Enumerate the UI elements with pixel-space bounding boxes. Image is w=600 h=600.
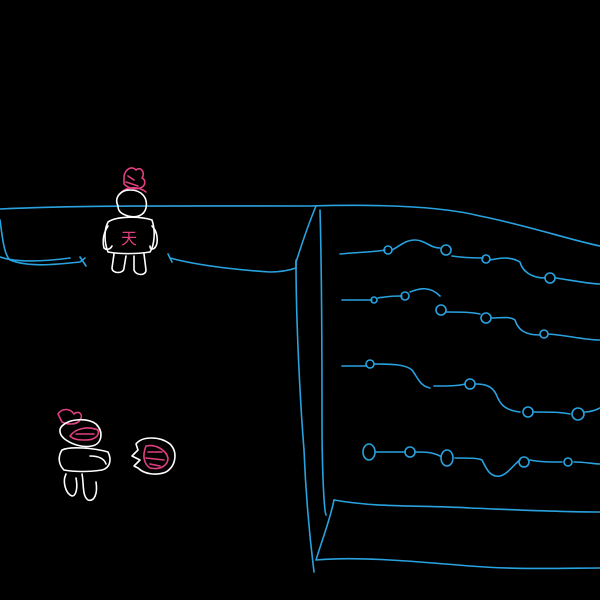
rope-knot-4d <box>518 456 530 468</box>
rope-row-3 <box>341 363 600 415</box>
rope-knot-1b <box>440 244 452 256</box>
rope-knot-3c <box>522 406 534 418</box>
top-horizon-line <box>0 204 600 247</box>
vertical-divider <box>295 205 317 573</box>
rope-knot-4a <box>362 443 376 461</box>
rope-knot-2e <box>539 329 549 339</box>
rope-knot-4b <box>404 446 416 458</box>
vertical-divider-inner <box>319 209 327 516</box>
rope-knot-1c <box>481 254 491 264</box>
rope-row-1 <box>339 239 600 285</box>
rope-knot-1a <box>383 245 393 255</box>
rope-knot-3d <box>571 407 585 421</box>
rope-knot-2b <box>400 291 410 301</box>
rope-knot-2a <box>370 296 378 304</box>
rope-row-2 <box>341 287 600 341</box>
rope-knot-2d <box>480 312 492 324</box>
rope-knot-3a <box>365 359 375 369</box>
right-platform-edge <box>167 253 297 273</box>
rope-knot-4e <box>563 457 573 467</box>
rope-knot-3b <box>464 378 476 390</box>
cracked-ball-icon <box>131 437 176 475</box>
rope-row-4 <box>375 451 600 478</box>
fallen-character-icon <box>57 408 111 502</box>
rope-knot-2c <box>435 304 447 316</box>
pool-floor-line <box>333 499 600 513</box>
rope-knot-1d <box>544 272 556 284</box>
rope-knot-4c <box>440 449 454 467</box>
left-platform-inner <box>0 256 71 262</box>
standing-character-icon <box>102 167 158 276</box>
divider-bottom-join <box>315 499 600 570</box>
shirt-glyph: 天 <box>121 229 137 248</box>
